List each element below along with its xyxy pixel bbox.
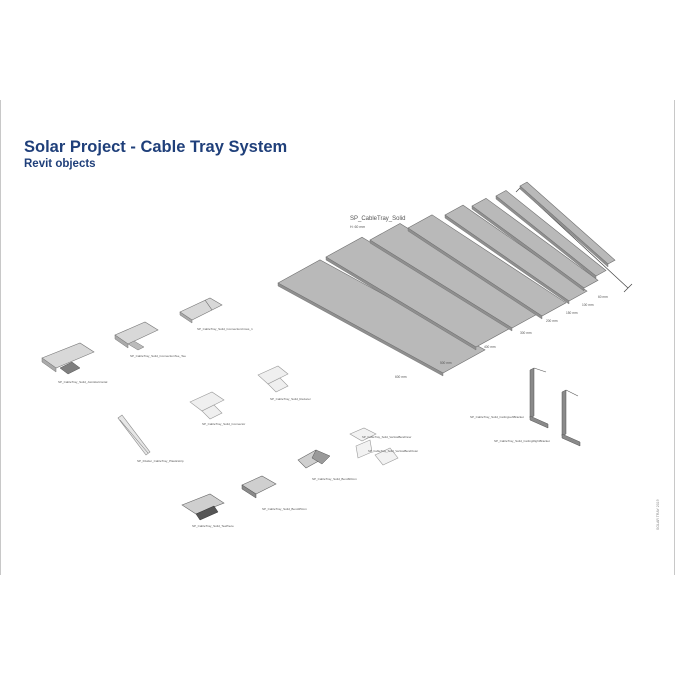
- fitting-connector: SP_CableTray_Solid_Connector: [189, 391, 245, 426]
- tray-width-label: 500 mm: [440, 361, 452, 365]
- fitting-label-joint: SP_CableTray_Solid_JointHorizontal: [58, 380, 108, 384]
- tray-width-label: 300 mm: [520, 331, 532, 335]
- fitting-label-bend-90: SP_CableTray_Solid_Bend90mm: [312, 477, 357, 481]
- ceiling-bracket: SP_CableTray_Solid_CeilingLeftBracket: [470, 367, 549, 429]
- straight-tray-side: [495, 195, 597, 280]
- fitting-label-wall-bracket: SP_CableTray_Solid_CeilingRightBracket: [494, 439, 550, 443]
- sheet-title: Solar Project - Cable Tray System: [24, 138, 288, 156]
- fitting-divider: SP_Divider_CableTray_Plasticstrip: [117, 414, 184, 463]
- tray-width-label: 60 mm: [598, 295, 608, 299]
- fitting-bend-45: SP_CableTray_Solid_Bend45mm: [241, 475, 307, 511]
- straight-tray-side: [519, 185, 609, 268]
- fitting-label-divider: SP_Divider_CableTray_Plasticstrip: [137, 459, 184, 463]
- fitting-vertical-bend-inner: SP_CableTray_Solid_VerticalBendInner: [349, 427, 412, 459]
- fitting-reducer: SP_CableTray_Solid_Reducer: [257, 365, 311, 401]
- tray-height-note: H: 60 mm: [350, 225, 365, 229]
- fitting-cross: SP_CableTray_Solid_ConnectionCross_1: [179, 297, 253, 331]
- straight-tray-side: [471, 205, 585, 292]
- fitting-label-bend-45: SP_CableTray_Solid_Bend45mm: [262, 507, 307, 511]
- tray-family-label: SP_CableTray_Solid: [350, 216, 405, 222]
- fitting-tee-piece: SP_CableTray_Solid_TeePiece: [181, 493, 234, 528]
- tray-width-label: 100 mm: [582, 303, 594, 307]
- straight-tray-side: [325, 256, 477, 351]
- fitting-label-vbend-outer: SP_CableTray_Solid_VerticalBendOuter: [368, 449, 418, 453]
- fitting-label-reducer: SP_CableTray_Solid_Reducer: [270, 397, 311, 401]
- wall-bracket: SP_CableTray_Solid_CeilingRightBracket: [494, 389, 581, 447]
- fitting-vertical-bend-outer: SP_CableTray_Solid_VerticalBendOuter: [368, 447, 418, 466]
- fitting-label-cross: SP_CableTray_Solid_ConnectionCross_1: [197, 327, 253, 331]
- fitting-bend-90: SP_CableTray_Solid_Bend90mm: [297, 449, 357, 481]
- tray-width-labels: 600 mm 500 mm 400 mm 300 mm 200 mm 150 mm 100 …: [395, 295, 608, 379]
- straight-tray-side: [407, 227, 543, 320]
- tray-width-label: 600 mm: [395, 375, 407, 379]
- sheet-border-left: [0, 100, 1, 575]
- fitting-joint-horizontal: SP_CableTray_Solid_JointHorizontal: [41, 342, 108, 384]
- fitting-tee: SP_CableTray_Solid_ConnectionTee_Tee: [114, 321, 186, 358]
- straight-tray-side: [369, 239, 513, 332]
- straight-tray-side: [444, 214, 570, 305]
- straight-trays: [277, 181, 616, 377]
- fitting-label-vbend-inner: SP_CableTray_Solid_VerticalBendInner: [362, 435, 412, 439]
- tray-width-label: 400 mm: [484, 345, 496, 349]
- fitting-label-ceiling-bracket: SP_CableTray_Solid_CeilingLeftBracket: [470, 415, 524, 419]
- fitting-label-connector: SP_CableTray_Solid_Connector: [202, 422, 245, 426]
- fitting-label-tee-piece: SP_CableTray_Solid_TeePiece: [192, 524, 234, 528]
- fitting-label-tee: SP_CableTray_Solid_ConnectionTee_Tee: [130, 354, 186, 358]
- tray-width-label: 150 mm: [566, 311, 578, 315]
- sheet-subtitle: Revit objects: [24, 158, 96, 170]
- straight-tray-side: [277, 282, 444, 377]
- tray-width-label: 200 mm: [546, 319, 558, 323]
